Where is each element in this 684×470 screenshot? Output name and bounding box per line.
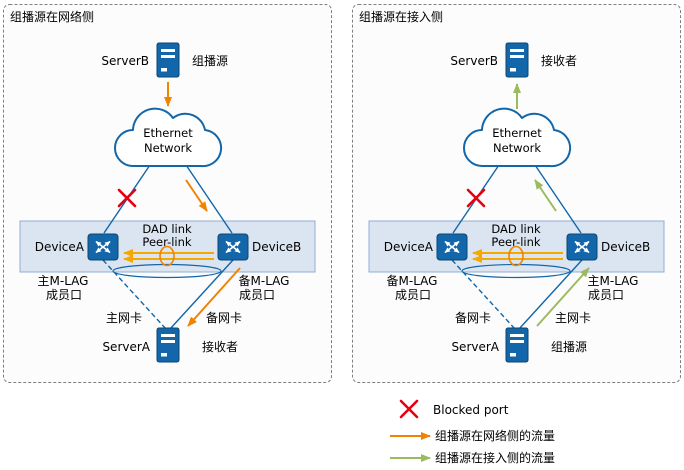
dad-link-label: DAD link bbox=[491, 222, 541, 236]
deviceb-mlag-port: 成员口 bbox=[239, 288, 275, 302]
serverb-role: 接收者 bbox=[541, 53, 577, 68]
green-arrow-servera-to-deviceb bbox=[536, 267, 590, 327]
devicea-label: DeviceA bbox=[384, 240, 434, 254]
servera-icon bbox=[505, 327, 529, 363]
devicea-mlag-role: 主M-LAG bbox=[38, 274, 89, 288]
servera-label: ServerA bbox=[451, 340, 499, 354]
green-arrow-deviceb-to-cloud bbox=[534, 179, 557, 212]
panel-border bbox=[352, 4, 681, 383]
deviceb-icon bbox=[218, 234, 248, 260]
serverb-role: 组播源 bbox=[192, 54, 228, 68]
serverb-label: ServerB bbox=[450, 54, 498, 68]
link-deviceb-servera bbox=[169, 259, 234, 330]
serverb-icon bbox=[156, 42, 180, 78]
peer-link-aggregation-ellipse bbox=[159, 245, 175, 267]
nic-right-label: 备网卡 bbox=[206, 311, 242, 325]
cloud-label-line2: Network bbox=[493, 141, 541, 155]
dad-link-label: DAD link bbox=[142, 222, 192, 236]
devicea-label: DeviceA bbox=[35, 240, 85, 254]
servera-label: ServerA bbox=[102, 340, 150, 354]
blocked-port-x-icon bbox=[466, 188, 486, 208]
panel-title: 组播源在接入侧 bbox=[359, 9, 443, 24]
devicea-icon bbox=[437, 234, 467, 260]
link-deviceb-servera bbox=[518, 259, 583, 330]
nic-right-label: 主网卡 bbox=[555, 311, 591, 325]
nic-left-label: 主网卡 bbox=[106, 311, 142, 325]
peer-link-label: Peer-link bbox=[142, 235, 191, 249]
cloud-label-line2: Network bbox=[144, 141, 192, 155]
nic-left-label: 备网卡 bbox=[455, 311, 491, 325]
orange-arrow-deviceb-to-servera bbox=[187, 267, 241, 327]
deviceb-label: DeviceB bbox=[601, 240, 650, 254]
mlag-group-ellipse bbox=[112, 263, 222, 279]
legend-access-side-traffic-label: 组播源在接入侧的流量 bbox=[435, 450, 555, 465]
legend-blocked-port-label: Blocked port bbox=[433, 403, 509, 417]
cloud-label-line1: Ethernet bbox=[143, 126, 193, 140]
mlag-group-ellipse bbox=[461, 263, 571, 279]
legend-blocked-port-x-icon bbox=[399, 399, 419, 419]
panel-title: 组播源在网络侧 bbox=[10, 9, 94, 24]
legend-network-side-traffic-label: 组播源在网络侧的流量 bbox=[435, 428, 555, 443]
deviceb-label: DeviceB bbox=[252, 240, 301, 254]
panel-network-side: 组播源在网络侧 DAD link Ethernet Network Peer-l… bbox=[3, 4, 332, 383]
cloud-label-line1: Ethernet bbox=[492, 126, 542, 140]
serverb-icon bbox=[505, 42, 529, 78]
deviceb-mlag-role: 主M-LAG bbox=[588, 274, 639, 288]
serverb-label: ServerB bbox=[101, 54, 149, 68]
panel-border bbox=[3, 4, 332, 383]
servera-icon bbox=[156, 327, 180, 363]
deviceb-mlag-port: 成员口 bbox=[588, 288, 624, 302]
deviceb-mlag-role: 备M-LAG bbox=[239, 274, 290, 288]
link-cloud-deviceb bbox=[532, 161, 582, 234]
devicea-mlag-port: 成员口 bbox=[46, 288, 82, 302]
legend: Blocked port 组播源在网络侧的流量 组播源在接入侧的流量 bbox=[390, 399, 555, 465]
panel-access-side: 组播源在接入侧 DAD link Ethernet Network Peer-l… bbox=[352, 4, 681, 383]
peer-link-aggregation-ellipse bbox=[508, 245, 524, 267]
devicea-icon bbox=[88, 234, 118, 260]
orange-arrow-cloud-to-deviceb bbox=[185, 179, 208, 212]
blocked-port-x-icon bbox=[117, 188, 137, 208]
peer-link-label: Peer-link bbox=[491, 235, 540, 249]
link-cloud-deviceb bbox=[183, 161, 233, 234]
servera-role: 组播源 bbox=[551, 340, 587, 354]
deviceb-icon bbox=[567, 234, 597, 260]
devicea-mlag-role: 备M-LAG bbox=[387, 274, 438, 288]
devicea-mlag-port: 成员口 bbox=[395, 288, 431, 302]
servera-role: 接收者 bbox=[202, 339, 238, 354]
